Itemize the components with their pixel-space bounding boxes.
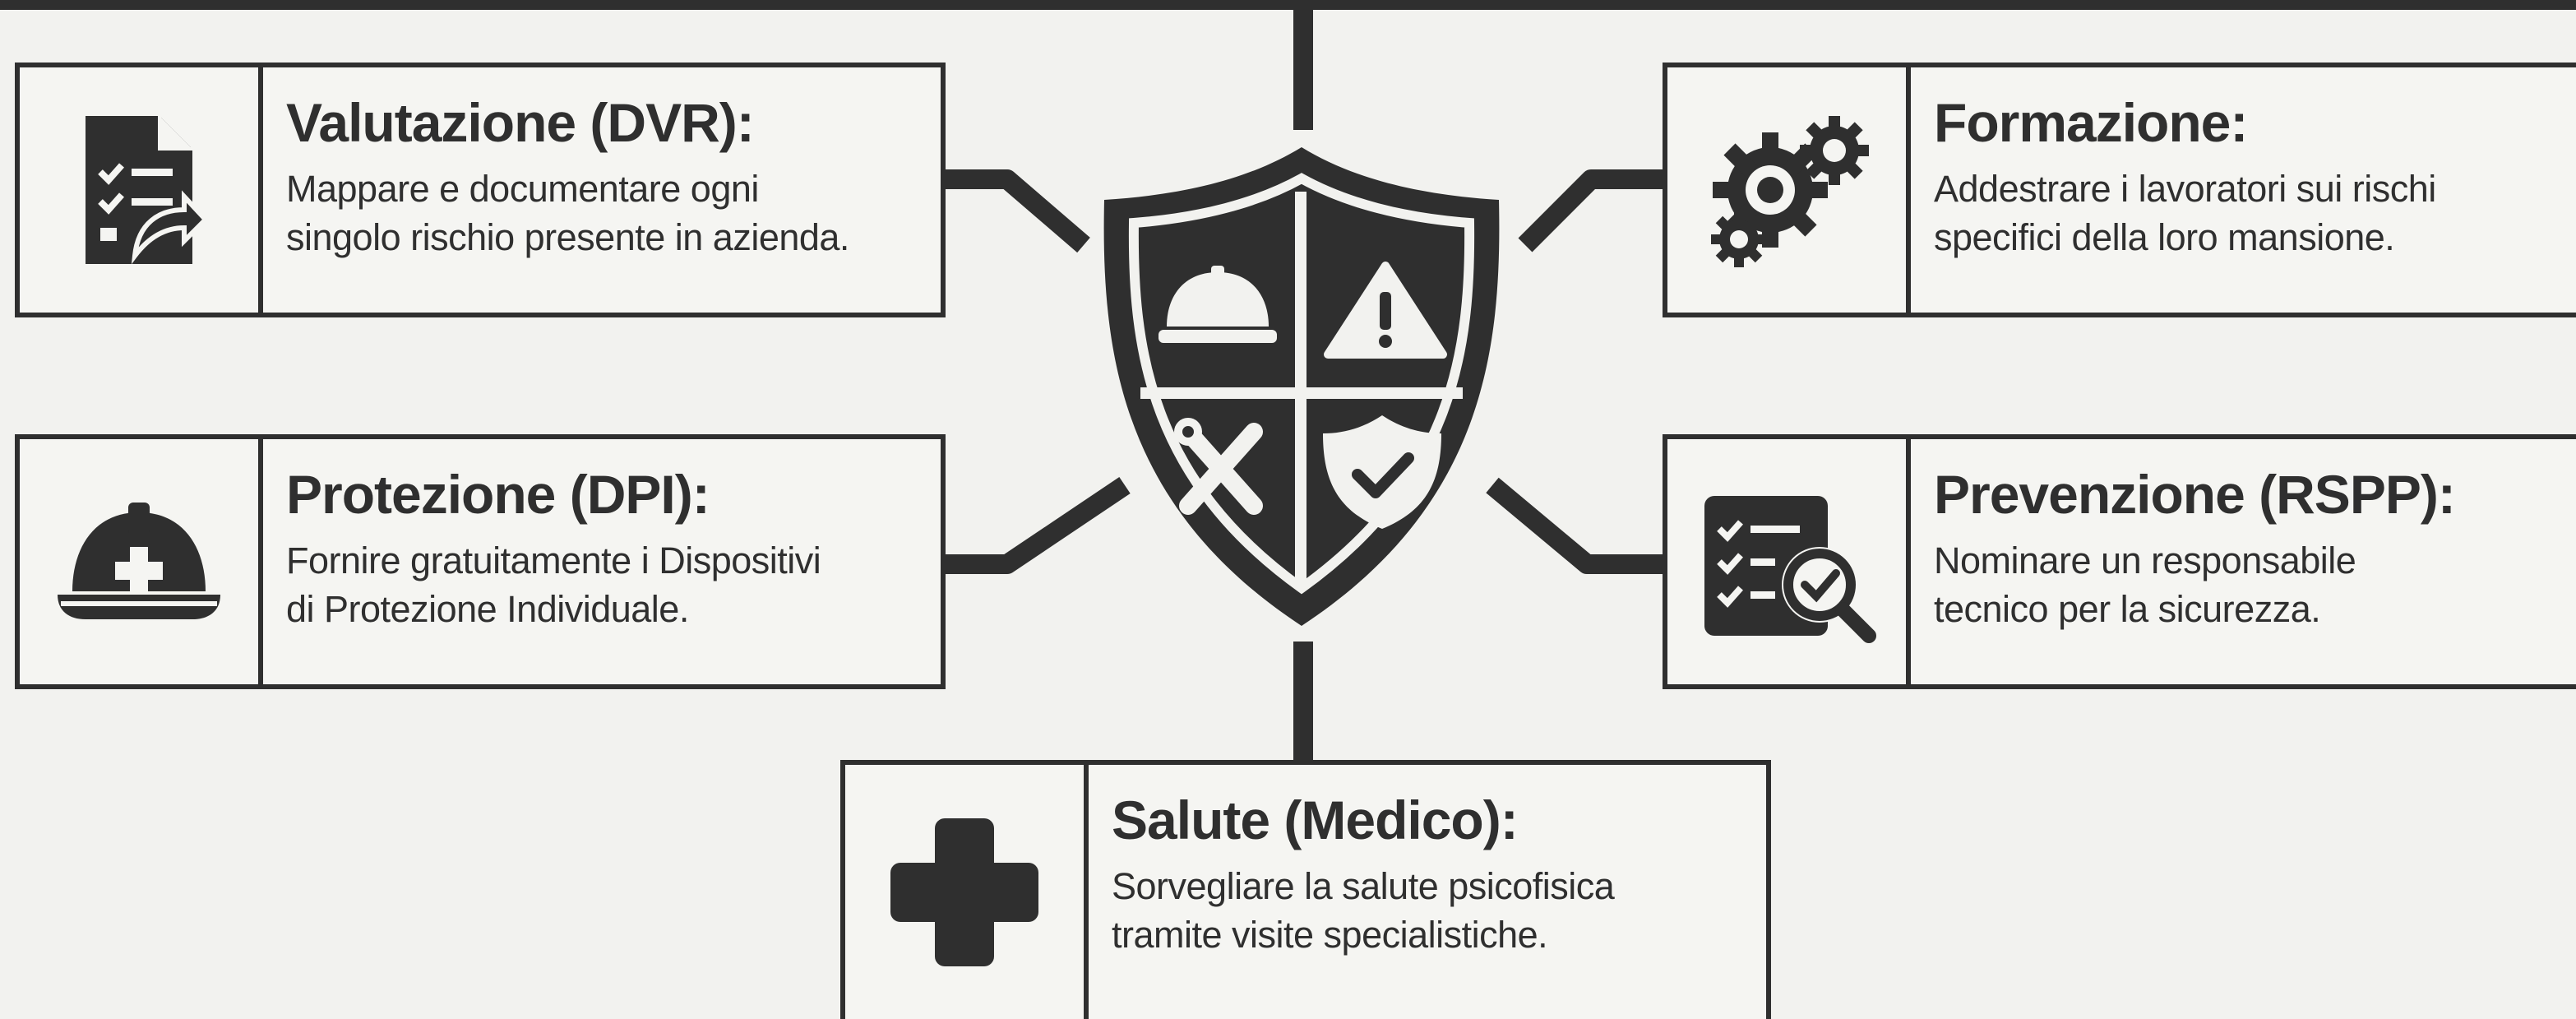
card-icon-cell [845, 765, 1089, 1019]
card-text: Valutazione (DVR): Mappare e documentare… [263, 67, 941, 313]
shield-check-icon [1323, 415, 1441, 529]
card-protezione: Protezione (DPI): Fornire gratuitamente … [15, 434, 946, 689]
card-title: Salute (Medico): [1112, 790, 1519, 850]
card-title: Formazione: [1934, 92, 2248, 153]
card-text: Salute (Medico): Sorvegliare la salute p… [1089, 765, 1766, 1019]
card-description: Addestrare i lavoratori sui rischi speci… [1934, 168, 2436, 259]
warning-triangle-icon [1324, 262, 1447, 359]
card-text: Protezione (DPI): Fornire gratuitamente … [263, 439, 941, 684]
card-title: Valutazione (DVR): [286, 92, 755, 153]
tools-icon [1174, 418, 1263, 515]
card-valutazione: Valutazione (DVR): Mappare e documentare… [15, 63, 946, 317]
card-title: Protezione (DPI): [286, 464, 710, 525]
card-icon-cell [20, 67, 263, 313]
connector-protezione [946, 477, 1131, 574]
document-checklist-icon [86, 116, 209, 265]
connector-prevenzione [1486, 477, 1663, 574]
card-description: Fornire gratuitamente i Dispositivi di P… [286, 540, 821, 631]
card-text: Formazione: Addestrare i lavoratori sui … [1911, 67, 2576, 313]
connector-formazione [1518, 169, 1663, 252]
card-formazione: Formazione: Addestrare i lavoratori sui … [1663, 63, 2576, 317]
card-icon-cell [1667, 67, 1911, 313]
card-description: Sorvegliare la salute psicofisica tramit… [1112, 865, 1615, 956]
top-rule [0, 0, 2576, 10]
central-shield-icon [1103, 147, 1500, 626]
card-icon-cell [20, 439, 263, 684]
card-prevenzione: Prevenzione (RSPP): Nominare un responsa… [1663, 434, 2576, 689]
card-text: Prevenzione (RSPP): Nominare un responsa… [1911, 439, 2576, 684]
card-description: Mappare e documentare ogni singolo risch… [286, 168, 849, 259]
card-description: Nominare un responsabile tecnico per la … [1934, 540, 2356, 631]
gears-icon [1711, 116, 1869, 267]
card-salute: Salute (Medico): Sorvegliare la salute p… [840, 760, 1771, 1019]
checklist-magnifier-icon [1704, 496, 1876, 643]
connector-valutazione [946, 169, 1090, 253]
card-icon-cell [1667, 439, 1911, 684]
medical-cross-icon [890, 818, 1038, 966]
hard-hat-icon [1159, 266, 1277, 343]
card-title: Prevenzione (RSPP): [1934, 464, 2456, 525]
hard-hat-plus-icon [58, 503, 220, 619]
